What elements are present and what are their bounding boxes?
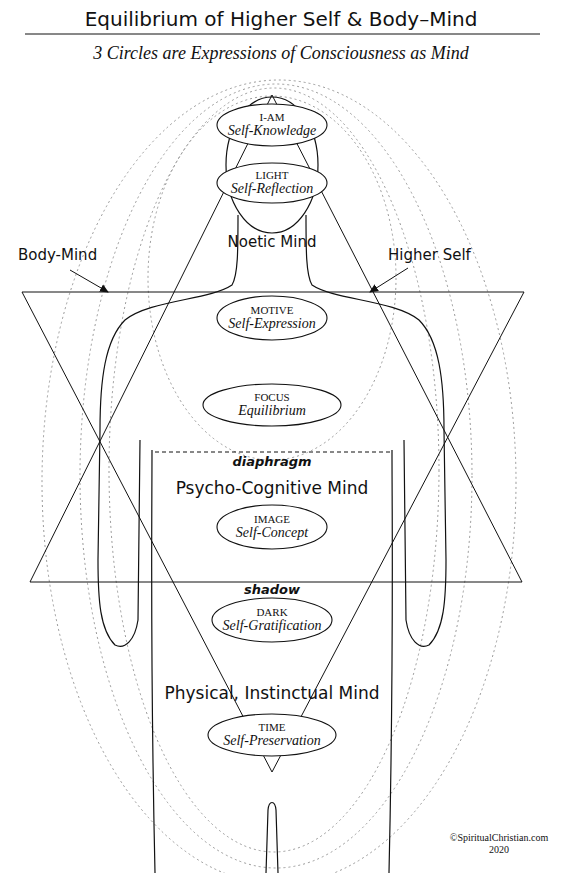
oval-shape	[217, 163, 327, 203]
oval-node: LIGHTSelf-Reflection	[216, 162, 328, 204]
oval-shape	[217, 104, 327, 146]
oval-node: IMAGESelf-Concept	[216, 504, 328, 550]
mind-circles	[42, 80, 516, 873]
oval-subtitle: Self-Gratification	[223, 618, 322, 634]
oval-keyword: FOCUS	[254, 391, 289, 403]
oval-subtitle: Self-Expression	[228, 316, 315, 332]
body-outline	[98, 97, 446, 873]
oval-shape	[203, 384, 341, 426]
oval-shape	[212, 598, 332, 642]
oval-node: I-AMSelf-Knowledge	[216, 103, 328, 147]
oval-subtitle: Equilibrium	[238, 403, 306, 419]
diaphragm-line	[155, 452, 390, 453]
oval-keyword: I-AM	[259, 111, 284, 123]
oval-keyword: MOTIVE	[251, 304, 294, 316]
leader-arrow	[70, 270, 108, 292]
hexagram	[22, 95, 524, 772]
leader-arrow	[370, 268, 408, 292]
oval-keyword: IMAGE	[254, 513, 290, 525]
mind-label: Psycho-Cognitive Mind	[122, 478, 422, 498]
oval-keyword: LIGHT	[256, 169, 289, 181]
boundary-label: diaphragm	[202, 454, 342, 470]
oval-subtitle: Self-Reflection	[231, 181, 313, 197]
oval-node: FOCUSEquilibrium	[202, 383, 342, 427]
title-rule	[25, 34, 540, 35]
boundary-label: shadow	[202, 582, 342, 598]
oval-subtitle: Self-Knowledge	[228, 123, 317, 139]
oval-shape	[217, 296, 327, 340]
copyright-note: ©SpiritualChristian.com 2020	[440, 832, 558, 856]
callout-label: Body-Mind	[18, 246, 128, 264]
oval-keyword: DARK	[256, 606, 287, 618]
oval-node: DARKSelf-Gratification	[211, 597, 333, 643]
diagram-title: Equilibrium of Higher Self & Body–Mind	[11, 7, 551, 31]
oval-keyword: TIME	[259, 721, 286, 733]
oval-subtitle: Self-Preservation	[223, 733, 320, 749]
mind-label: Physical, Instinctual Mind	[102, 683, 442, 703]
oval-subtitle: Self-Concept	[236, 525, 308, 541]
oval-node: TIMESelf-Preservation	[207, 713, 337, 757]
oval-node: MOTIVESelf-Expression	[216, 295, 328, 341]
oval-shape	[208, 714, 336, 756]
subtitle: 3 Circles are Expressions of Consciousne…	[11, 42, 551, 64]
oval-shape	[217, 505, 327, 549]
mind-label: Noetic Mind	[192, 233, 352, 251]
callout-label: Higher Self	[388, 246, 518, 264]
